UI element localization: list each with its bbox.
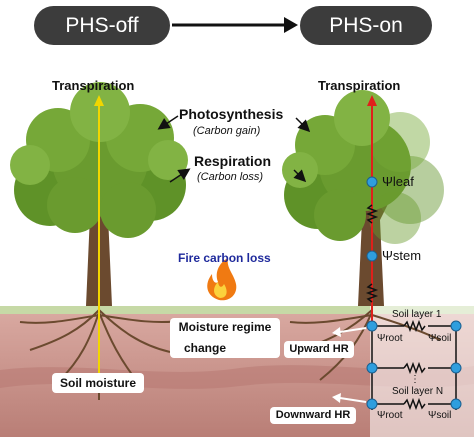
psi-stem-label: Ψstem (382, 248, 422, 263)
downward-hr-label: Downward HR (270, 407, 356, 424)
node-soil-1 (450, 320, 462, 332)
photosynthesis-arrow-right (295, 117, 311, 133)
left-canopy (10, 82, 188, 238)
node-root-mid (366, 362, 378, 374)
left-tree (10, 82, 188, 400)
stem-resistor-upper (365, 204, 379, 224)
photosynthesis-arrow-left (157, 115, 179, 130)
respiration-arrow-right (293, 169, 307, 183)
phs-on-pill: PHS-on (300, 6, 432, 45)
fire-carbon-loss-label: Fire carbon loss (178, 251, 271, 265)
moisture-regime-box: Moisture regime change (170, 318, 280, 358)
node-root-N (366, 398, 378, 410)
resistor-middle (403, 361, 426, 375)
soil-hydraulic-network (366, 319, 462, 411)
layer-dots: ⋮ (410, 374, 420, 385)
respiration-arrow-left (169, 168, 191, 183)
left-trunk (78, 150, 123, 306)
moisture-regime-line2: change (183, 341, 226, 355)
psi-root-1-label: Ψroot (377, 333, 403, 344)
moisture-regime-line1: Moisture regime (178, 320, 272, 334)
psi-soil-1-label: Ψsoil (428, 333, 452, 344)
upward-hr-arrow (339, 327, 367, 333)
psi-leaf-label: Ψleaf (382, 174, 414, 189)
left-transpiration-arrow-head (94, 95, 104, 106)
left-transpiration-label: Transpiration (52, 78, 135, 93)
right-transpiration-arrow-head (367, 95, 377, 106)
node-psi-stem (366, 250, 378, 262)
respiration-label: Respiration (194, 153, 272, 169)
ground-surface (0, 306, 474, 316)
respiration-note: (Carbon loss) (197, 171, 264, 183)
node-root-1 (366, 320, 378, 332)
node-soil-mid (450, 362, 462, 374)
downward-hr-arrow (339, 397, 367, 403)
stem-resistor-lower (365, 283, 379, 303)
node-psi-leaf (366, 176, 378, 188)
soil-layer-N-label: Soil layer N (392, 386, 444, 397)
fire-icon (207, 258, 237, 301)
resistor-layer1 (403, 319, 426, 333)
psi-soil-2-label: Ψsoil (428, 410, 452, 421)
phs-off-pill: PHS-off (34, 6, 170, 45)
upward-hr-label: Upward HR (284, 341, 354, 358)
soil-layer-1-label: Soil layer 1 (392, 309, 442, 320)
node-soil-N (450, 398, 462, 410)
soil-moisture-box: Soil moisture (52, 373, 144, 393)
psi-root-2-label: Ψroot (377, 410, 403, 421)
resistor-layerN (403, 397, 426, 411)
right-transpiration-label: Transpiration (318, 78, 401, 93)
photosynthesis-note: (Carbon gain) (193, 125, 261, 137)
header-arrow-head (284, 17, 298, 33)
photosynthesis-label: Photosynthesis (179, 106, 284, 122)
